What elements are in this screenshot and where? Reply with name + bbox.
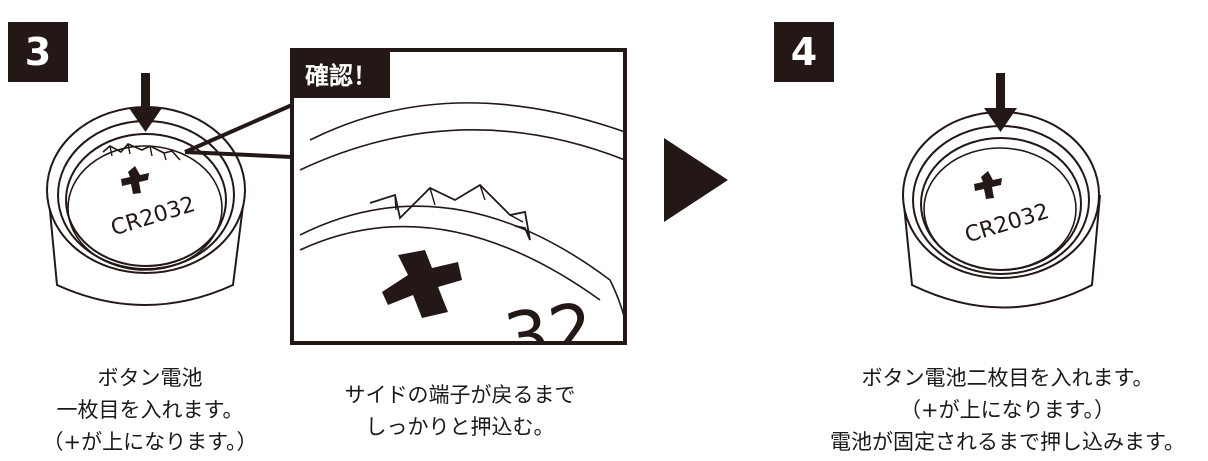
step-3-number: 3 bbox=[24, 30, 52, 74]
svg-text:32: 32 bbox=[499, 287, 599, 381]
confirm-callout-label: 確認！ bbox=[305, 62, 377, 90]
step-3-caption: ボタン電池 一枚目を入れます。 （+が上になります。） bbox=[20, 362, 280, 458]
zoom-caption-line: サイドの端子が戻るまで bbox=[344, 383, 576, 407]
step-3-badge: 3 bbox=[8, 22, 68, 82]
step-4-badge: 4 bbox=[774, 22, 834, 82]
zoom-detail-panel: 32 bbox=[290, 48, 627, 381]
press-down-arrow-step3 bbox=[129, 73, 162, 132]
battery-plus-icon-step4 bbox=[974, 171, 1002, 199]
callout-leader-lines bbox=[184, 103, 293, 159]
step-4-caption-line: 電池が固定されるまで押し込みます。 bbox=[830, 430, 1185, 454]
confirm-callout-tag: 確認！ bbox=[292, 50, 390, 98]
press-down-arrow-step4 bbox=[984, 73, 1017, 132]
next-step-arrow-icon bbox=[664, 138, 728, 222]
step-4-caption: ボタン電池二枚目を入れます。 （+が上になります。） 電池が固定されるまで押し込… bbox=[810, 362, 1205, 458]
step-4-caption-line: ボタン電池二枚目を入れます。 bbox=[861, 366, 1154, 390]
zoom-caption-line: しっかりと押込む。 bbox=[365, 415, 555, 439]
battery-plus-icon-step3 bbox=[121, 166, 149, 194]
step-3-caption-line: （+が上になります。） bbox=[42, 430, 258, 454]
step-3-caption-line: ボタン電池 bbox=[97, 366, 203, 390]
zoom-caption: サイドの端子が戻るまで しっかりと押込む。 bbox=[300, 379, 620, 443]
battery-holder-step4 bbox=[902, 111, 1101, 309]
step-3-caption-line: 一枚目を入れます。 bbox=[56, 398, 244, 422]
step-4-number: 4 bbox=[790, 30, 818, 74]
step-4-caption-line: （+が上になります。） bbox=[900, 398, 1115, 422]
